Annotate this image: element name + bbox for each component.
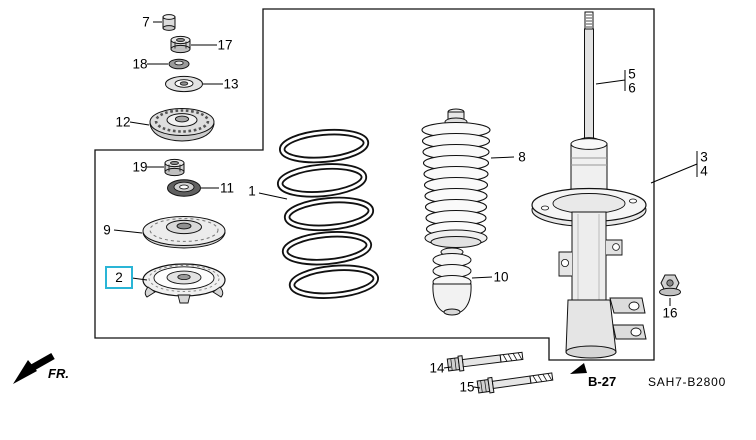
part-drawing-16: [659, 274, 681, 297]
callout-8-label[interactable]: 8: [518, 150, 526, 165]
part-drawing-11: [167, 179, 201, 197]
callout-3-4[interactable]: 3 4: [650, 150, 708, 184]
callout-7[interactable]: 7: [142, 15, 162, 30]
page-ref-label[interactable]: B-27: [588, 374, 616, 389]
callout-13-label[interactable]: 13: [223, 77, 238, 92]
callout-15[interactable]: 15: [459, 380, 481, 395]
callout-12-label[interactable]: 12: [115, 115, 130, 130]
part-drawing-3-4-strut: [531, 11, 647, 359]
diagram-frame-border: [94, 8, 655, 361]
part-drawing-19: [164, 158, 185, 177]
fr-direction-label: FR.: [48, 366, 69, 381]
callout-6-label[interactable]: 6: [628, 81, 636, 96]
callout-17[interactable]: 17: [191, 38, 233, 53]
callout-11[interactable]: 11: [201, 181, 234, 196]
callout-19[interactable]: 19: [132, 160, 164, 175]
callout-9-label[interactable]: 9: [103, 223, 111, 238]
page-reference[interactable]: B-27: [570, 363, 616, 389]
callout-4-label[interactable]: 4: [700, 164, 708, 179]
callout-2-selected[interactable]: 2: [105, 266, 148, 289]
part-drawing-17: [170, 35, 191, 54]
callout-18[interactable]: 18: [132, 57, 168, 72]
part-drawing-12: [149, 108, 215, 142]
fr-direction-indicator: FR.: [13, 352, 69, 384]
callout-11-label[interactable]: 11: [220, 181, 234, 196]
callout-5-6[interactable]: 5 6: [595, 67, 636, 96]
callout-9[interactable]: 9: [103, 223, 143, 238]
callout-2-highlight-box[interactable]: [105, 266, 133, 289]
diagram-code: SAH7-B2800: [648, 375, 726, 389]
callout-5-label[interactable]: 5: [628, 67, 636, 82]
callout-18-label[interactable]: 18: [132, 57, 147, 72]
callout-7-label[interactable]: 7: [142, 15, 150, 30]
callout-13[interactable]: 13: [203, 77, 239, 92]
callout-10-label[interactable]: 10: [493, 270, 508, 285]
callout-1[interactable]: 1: [248, 184, 288, 200]
callout-2-label[interactable]: 2: [115, 270, 123, 285]
callout-14-label[interactable]: 14: [429, 361, 445, 376]
callout-3-label[interactable]: 3: [700, 150, 708, 165]
part-drawing-9: [142, 216, 226, 249]
part-drawing-15: [476, 372, 554, 394]
fr-direction-arrow-shaft: [28, 352, 55, 373]
part-drawing-5-6-rod: [584, 28, 594, 142]
callout-16-label[interactable]: 16: [662, 306, 677, 321]
part-drawing-18: [168, 58, 190, 70]
callout-8[interactable]: 8: [490, 150, 526, 165]
part-drawing-13: [165, 75, 203, 93]
callout-14[interactable]: 14: [429, 361, 452, 376]
callout-16[interactable]: 16: [662, 298, 678, 321]
part-drawing-1: [276, 128, 380, 299]
part-drawing-10: [432, 247, 472, 316]
part-drawing-2: [142, 263, 226, 304]
callout-10[interactable]: 10: [471, 270, 509, 285]
callout-12[interactable]: 12: [115, 115, 150, 130]
part-drawing-7: [162, 14, 176, 31]
part-drawing-8: [421, 108, 491, 248]
callout-17-label[interactable]: 17: [217, 38, 232, 53]
part-drawing-14: [446, 351, 524, 372]
callout-15-label[interactable]: 15: [459, 380, 474, 395]
callout-19-label[interactable]: 19: [132, 160, 147, 175]
page-ref-arrow-icon: [570, 363, 587, 374]
callout-1-label[interactable]: 1: [248, 184, 256, 199]
